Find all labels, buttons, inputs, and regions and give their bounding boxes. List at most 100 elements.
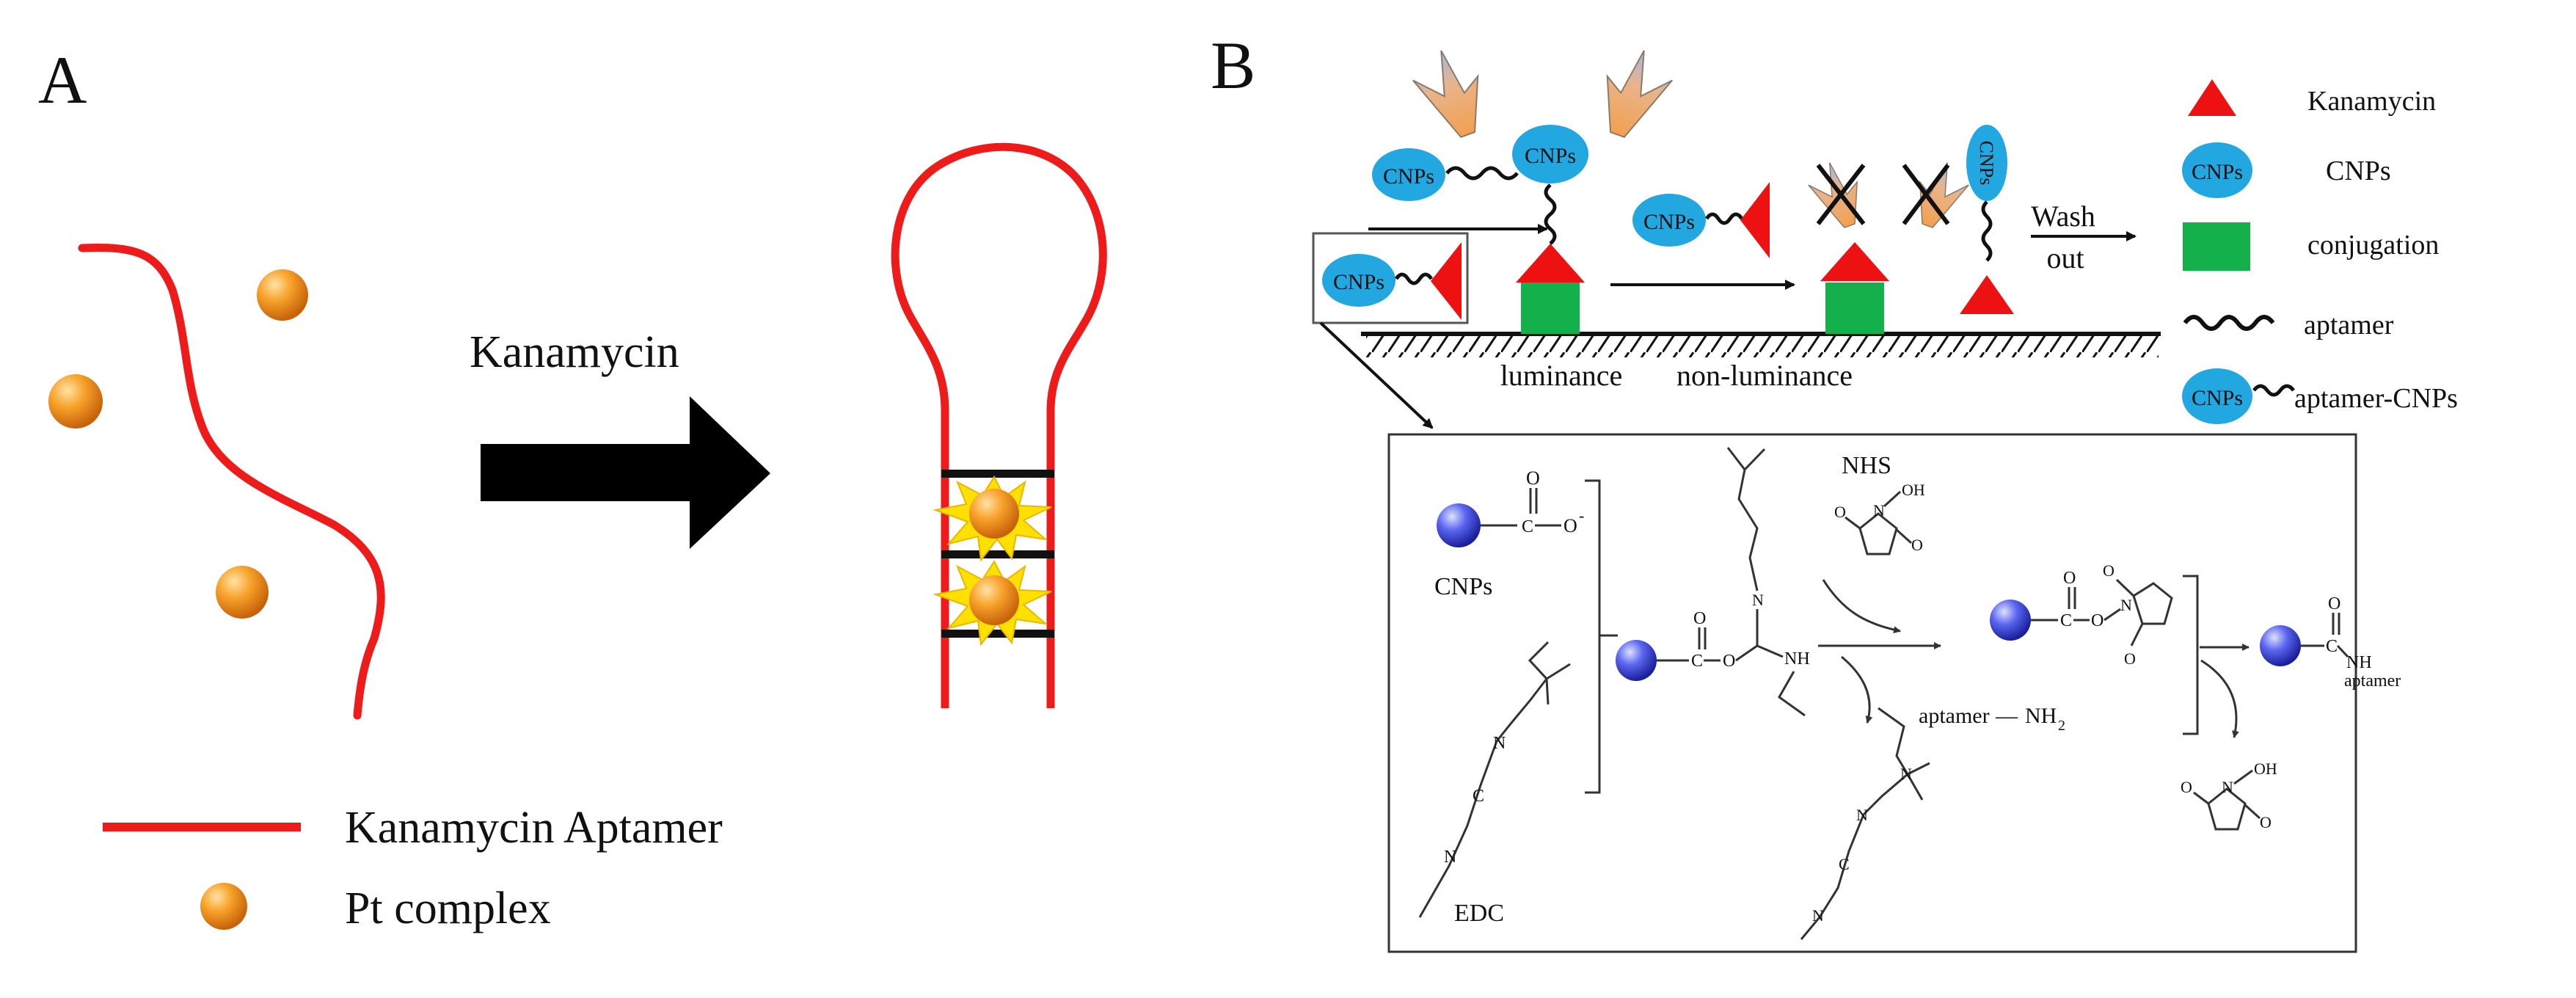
svg-text:O: O [1834, 503, 1846, 521]
svg-text:O: O [1526, 467, 1540, 489]
luminance-label: luminance [1500, 359, 1623, 392]
legend-aptamer-text: aptamer [2304, 310, 2394, 340]
svg-text:N: N [1444, 848, 1456, 867]
cnps-bead-label: CNPs [1976, 141, 1997, 186]
cnps-bead [1512, 125, 1588, 183]
svg-text:N: N [1493, 734, 1506, 753]
kanamycin-triangle-icon [1820, 242, 1889, 281]
legend-pt-icon [200, 883, 247, 930]
svg-text:2: 2 [2058, 718, 2065, 734]
cnp-sphere-icon [2260, 625, 2301, 666]
panel-b: B CNPs CNPs CNPs luminance [1211, 28, 2458, 953]
legend-pt-text: Pt complex [345, 884, 551, 933]
legend-aptamer-cnps-icon-label: CNPs [2192, 386, 2243, 410]
svg-text:O: O [2260, 813, 2272, 831]
kanamycin-triangle-icon [1740, 182, 1770, 258]
panel-a-label: A [38, 43, 87, 117]
kanamycin-arrow-label: Kanamycin [470, 327, 679, 377]
svg-text:N: N [1812, 906, 1824, 925]
hairpin-aptamer [891, 142, 1107, 708]
svg-text:N: N [1873, 501, 1885, 520]
cnps-bead-vertical [1966, 125, 2007, 201]
cnps-bead [1372, 148, 1445, 201]
linear-aptamer-strand [78, 244, 385, 720]
cnps-bead-label: CNPs [1333, 270, 1384, 294]
panel-b-label: B [1211, 28, 1255, 103]
chem-aptamer-product: aptamer [2344, 671, 2401, 691]
svg-text:C: C [2326, 637, 2338, 656]
chem-cnps-label: CNPs [1434, 573, 1492, 600]
svg-text:O: O [1911, 536, 1923, 554]
svg-text:O: O [2091, 611, 2104, 630]
nhs-arc-arrow [1822, 579, 1901, 634]
legend-aptamer-icon [2183, 315, 2275, 331]
reaction-arrow-icon [481, 396, 770, 549]
aptamer-wave [1394, 272, 1434, 285]
aptamer-wave [1544, 183, 1557, 245]
cnps-bead-label: CNPs [1643, 210, 1695, 234]
cnp-sphere-icon [1616, 640, 1657, 681]
legend-aptamer-cnps-wave [2252, 384, 2295, 397]
bound-pt-complex-icon [969, 575, 1019, 625]
svg-text:C: C [1691, 652, 1703, 671]
svg-text:O: O [2181, 778, 2192, 796]
cnps-bead-label: CNPs [1383, 164, 1434, 189]
legend-aptamer-cnps-text: aptamer-CNPs [2294, 383, 2458, 414]
svg-text:NH: NH [2025, 704, 2057, 728]
panel-b-legend: Kanamycin CNPs CNPs conjugation aptamer … [2182, 79, 2458, 424]
bound-complex-luminance: CNPs luminance [1406, 40, 1679, 392]
svg-text:C: C [1522, 517, 1533, 536]
non-luminance-label: non-luminance [1676, 359, 1853, 392]
released-nhs [2207, 787, 2247, 831]
cnp-sphere-icon [1437, 503, 1481, 547]
legend-cnps-text: CNPs [2326, 156, 2391, 186]
kanamycin-triangle-icon [1516, 244, 1585, 283]
svg-text:N: N [2120, 596, 2132, 614]
cnps-bead [1322, 254, 1395, 307]
bound-pt-complex-icon [969, 489, 1019, 539]
svg-text:OH: OH [1902, 481, 1925, 499]
panel-a: A Kanamycin Kanamyci [38, 43, 1107, 933]
kanamycin-triangle-icon [1960, 275, 2014, 314]
svg-text:O: O [1564, 515, 1577, 536]
legend-cnps-icon-label: CNPs [2192, 160, 2243, 184]
zoom-pointer-arrow [1319, 321, 1434, 429]
svg-text:N: N [1856, 806, 1868, 824]
wash-out-label: out [2046, 241, 2084, 274]
edc-structure [1418, 641, 1550, 918]
kanamycin-triangle-icon [1431, 242, 1462, 320]
reaction-bracket [2183, 575, 2199, 735]
legend-kanamycin-text: Kanamycin [2307, 86, 2436, 117]
urea-byproduct [1800, 707, 1909, 940]
legend-kanamycin-icon [2188, 79, 2236, 116]
legend-cnps-icon [2182, 142, 2252, 198]
cnps-bead [1632, 194, 1706, 247]
aptamer-wave [1445, 166, 1519, 181]
legend-conjugation-icon [2183, 222, 2250, 271]
pt-complex-icon [48, 374, 103, 429]
conjugation-square-icon [1521, 283, 1580, 334]
nhs-structure [1858, 512, 1898, 556]
legend-aptamer-text: Kanamycin Aptamer [345, 803, 723, 853]
pt-complex-icon [216, 566, 269, 619]
pt-complex-icon [257, 269, 308, 321]
nhs-release-arc [2200, 659, 2239, 738]
conjugation-square-icon [1825, 283, 1884, 334]
cnps-bead-label: CNPs [1525, 144, 1576, 168]
bound-complex-nonluminance: non-luminance [1676, 155, 1974, 392]
legend-conjugation-text: conjugation [2307, 230, 2439, 261]
conjugation-chemistry-inset: C O O - CNPs N C N EDC C O O [1387, 433, 2401, 953]
quench-cross-icon [1902, 164, 1950, 225]
aptamer-wave [1704, 212, 1744, 225]
svg-text:O: O [2063, 569, 2076, 588]
zoom-box [1312, 232, 1469, 324]
svg-text:N: N [1752, 591, 1764, 609]
svg-text:N: N [2222, 778, 2233, 796]
svg-text:C: C [1839, 855, 1850, 873]
svg-text:N: N [1900, 765, 1912, 783]
chem-nhs-label: NHS [1842, 452, 1891, 479]
quench-cross-icon [1816, 164, 1866, 225]
aptamer-wave [1981, 200, 1993, 262]
svg-text:O: O [2328, 594, 2340, 613]
